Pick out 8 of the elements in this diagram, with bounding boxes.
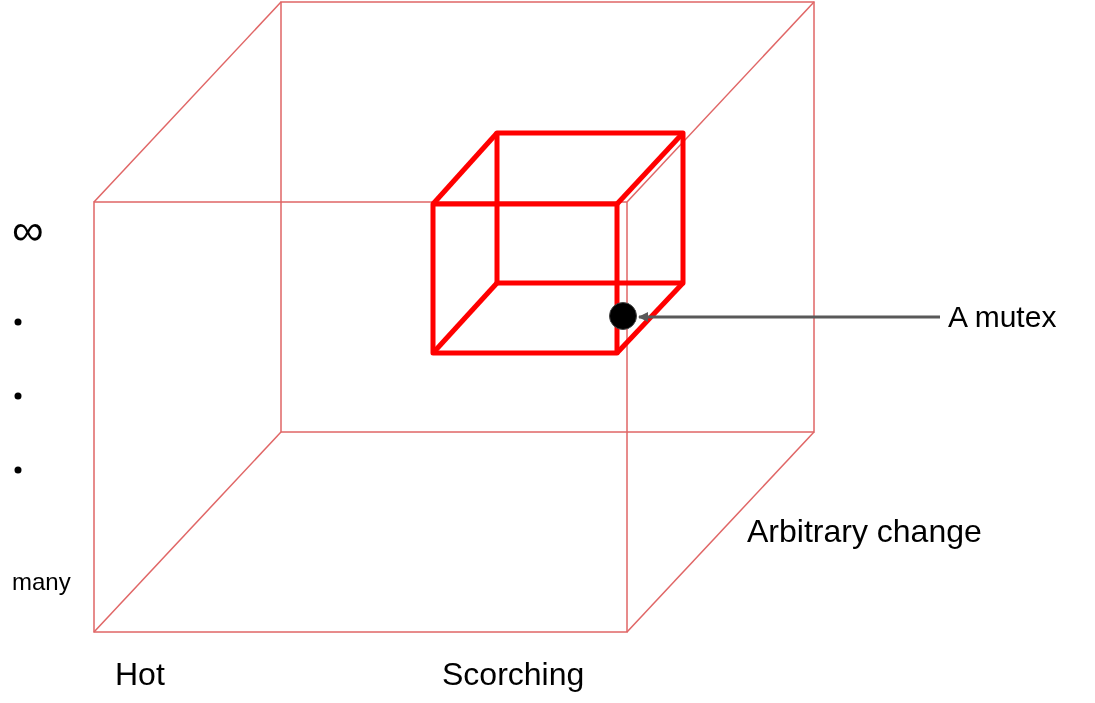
axis-label: many — [12, 570, 71, 594]
axis-label: ∞ — [12, 208, 44, 252]
callout-label: A mutex — [948, 302, 1057, 332]
axis-label: Hot — [115, 658, 165, 690]
axis-label: Scorching — [442, 658, 585, 690]
axis-label: Arbitrary change — [747, 515, 982, 547]
arrow — [638, 312, 940, 322]
dot-marker — [609, 302, 637, 330]
